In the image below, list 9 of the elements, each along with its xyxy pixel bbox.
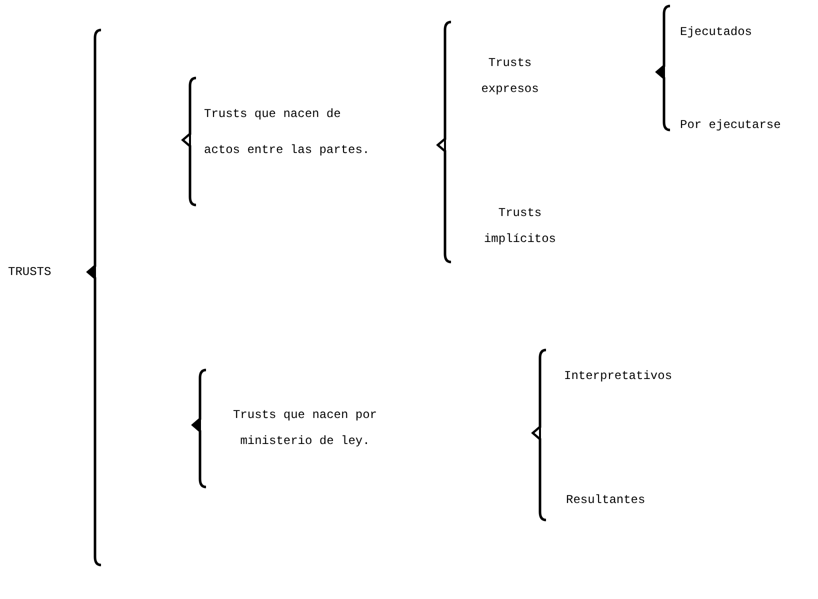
text-label: Interpretativos xyxy=(564,368,674,384)
text-label: Trusts que nacen por ministerio de ley. xyxy=(200,402,410,454)
text-label: Resultantes xyxy=(566,492,666,508)
text-label: Por ejecutarse xyxy=(680,117,810,133)
text-label: Trusts que nacen de actos entre las partes. xyxy=(204,96,374,168)
text-label: Trusts expresos xyxy=(470,50,550,102)
text-label: Trusts implícitos xyxy=(470,200,570,252)
text-label: Ejecutados xyxy=(680,24,780,40)
text-label: TRUSTS xyxy=(8,264,68,280)
